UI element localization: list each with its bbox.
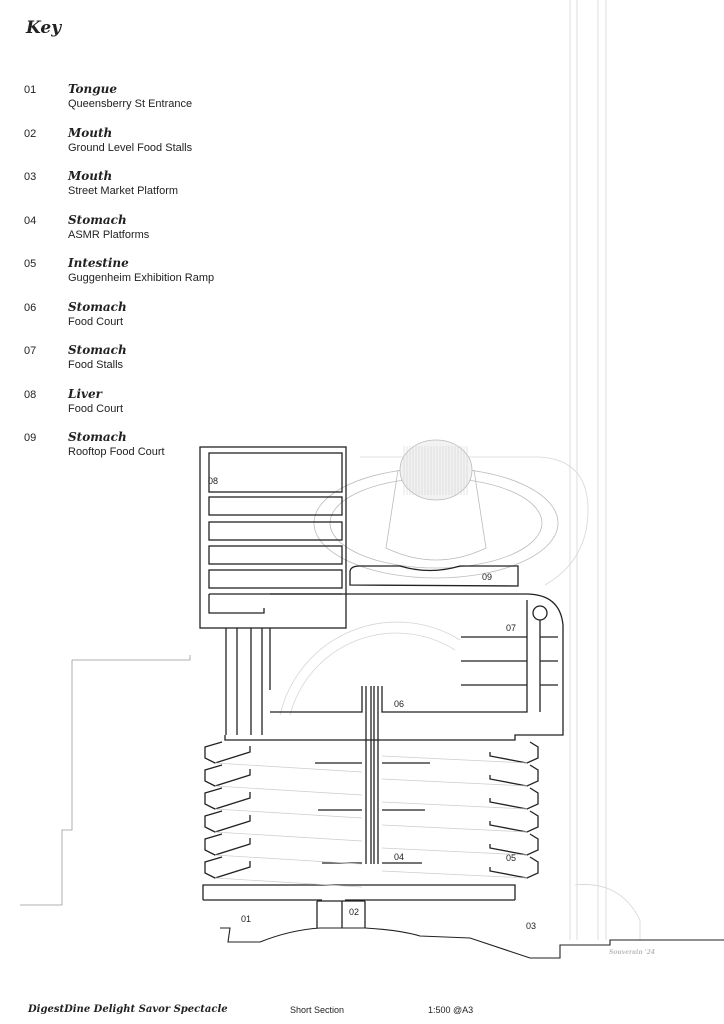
key-item: 01 Tongue Queensberry St Entrance bbox=[24, 82, 254, 118]
key-organ-name: Stomach bbox=[68, 430, 127, 444]
context-lines bbox=[20, 0, 641, 940]
exhibition-ramps bbox=[204, 741, 539, 879]
building-section bbox=[199, 446, 724, 959]
drawing-scale: 1:500 @A3 bbox=[428, 1005, 474, 1015]
key-description: Queensberry St Entrance bbox=[68, 98, 193, 110]
key-number: 02 bbox=[24, 127, 37, 140]
key-description: Ground Level Food Stalls bbox=[68, 141, 193, 154]
key-item: 03 Mouth Street Market Platform bbox=[24, 169, 254, 205]
key-description: Food Stalls bbox=[68, 359, 124, 371]
label-08: 08 bbox=[208, 476, 218, 486]
key-title: Key bbox=[26, 18, 62, 38]
key-description: Food Court bbox=[68, 402, 124, 415]
signature: Souverain '24 bbox=[609, 949, 655, 956]
key-item: 07 Stomach Food Stalls bbox=[24, 343, 254, 379]
label-05: 05 bbox=[506, 853, 516, 863]
key-item: 09 Stomach Rooftop Food Court bbox=[24, 430, 254, 466]
key-organ-name: Stomach bbox=[68, 212, 127, 227]
key-organ-name: Mouth bbox=[68, 125, 113, 140]
key-item: 08 Liver Food Court bbox=[24, 387, 254, 423]
project-title: DigestDine Delight Savor Spectacle bbox=[28, 1004, 228, 1015]
key-description: Guggenheim Exhibition Ramp bbox=[68, 272, 215, 284]
key-organ-name: Intestine bbox=[68, 256, 129, 270]
key-number: 01 bbox=[24, 84, 37, 96]
label-01: 01 bbox=[241, 914, 251, 924]
key-organ-name: Tongue bbox=[68, 82, 118, 96]
key-item: 04 Stomach ASMR Platforms bbox=[24, 213, 254, 249]
key-number: 06 bbox=[24, 301, 37, 314]
key-organ-name: Liver bbox=[68, 386, 102, 401]
key-description: Street Market Platform bbox=[68, 185, 179, 197]
key-item: 02 Mouth Ground Level Food Stalls bbox=[24, 126, 254, 162]
key-description: ASMR Platforms bbox=[68, 228, 150, 241]
key-description: Food Court bbox=[68, 315, 124, 328]
key-item: 06 Stomach Food Court bbox=[24, 300, 254, 336]
label-02: 02 bbox=[349, 907, 359, 917]
key-number: 08 bbox=[24, 388, 37, 401]
key-item: 05 Intestine Guggenheim Exhibition Ramp bbox=[24, 256, 254, 292]
drawing-type: Short Section bbox=[290, 1005, 345, 1015]
key-organ-name: Stomach bbox=[68, 299, 127, 314]
label-09: 09 bbox=[482, 572, 492, 582]
key-organ-name: Mouth bbox=[68, 169, 113, 183]
cone-skylight bbox=[313, 439, 559, 579]
label-03: 03 bbox=[526, 921, 536, 931]
key-number: 04 bbox=[24, 214, 37, 227]
key-number: 07 bbox=[24, 345, 37, 357]
label-07: 07 bbox=[506, 623, 516, 633]
key-number: 03 bbox=[24, 171, 37, 183]
label-06: 06 bbox=[394, 699, 404, 709]
key-number: 05 bbox=[24, 258, 37, 270]
key-description: Rooftop Food Court bbox=[68, 446, 165, 458]
key-organ-name: Stomach bbox=[68, 343, 127, 357]
key-number: 09 bbox=[24, 432, 37, 444]
label-04: 04 bbox=[394, 852, 404, 862]
